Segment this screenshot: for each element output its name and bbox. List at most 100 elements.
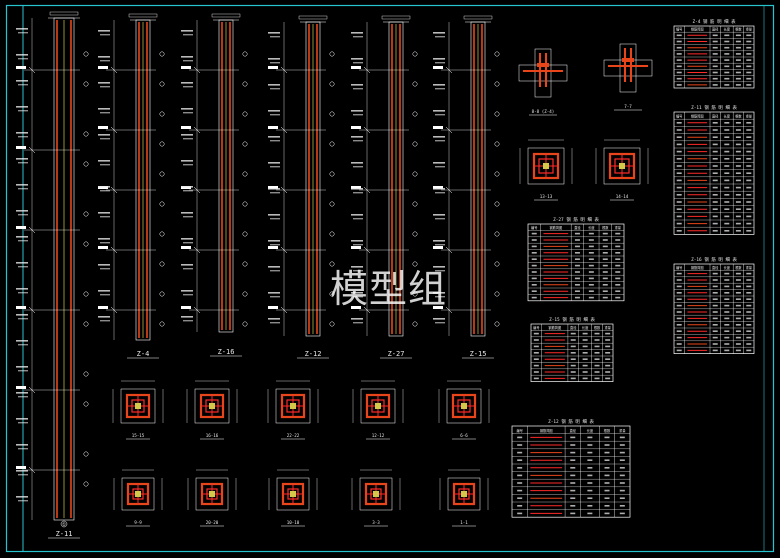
annotation-text-block xyxy=(268,58,280,60)
table-cell-mark xyxy=(724,298,730,300)
table-cell-mark xyxy=(517,482,523,484)
table-cell-mark xyxy=(735,230,741,232)
annotation-text-block xyxy=(16,184,28,186)
column-outline xyxy=(619,43,637,93)
annotation-text-block xyxy=(353,296,363,298)
table-cell-mark xyxy=(746,304,752,307)
dimension-tick xyxy=(280,186,288,194)
table-cell-mark xyxy=(605,345,611,348)
column-elevation: Z-27 xyxy=(351,15,418,359)
section-callout xyxy=(494,141,500,147)
table-title: Z-11 钢 筋 明 细 表 xyxy=(691,104,737,111)
annotation-text-block xyxy=(351,32,363,34)
elevation-note xyxy=(351,186,361,189)
table-cell-mark xyxy=(676,34,682,37)
column-section: 20-20 xyxy=(187,469,237,527)
table-cell-mark xyxy=(604,467,610,469)
table-cell-mark xyxy=(605,371,611,373)
annotation-text-block xyxy=(433,32,445,34)
annotation-text-block xyxy=(433,84,445,86)
section-callout xyxy=(412,231,418,237)
table-cell-mark xyxy=(735,84,741,86)
table-cell-mark xyxy=(604,459,610,461)
table-cell-mark xyxy=(712,194,718,196)
section-callout xyxy=(83,131,89,137)
table-cell-mark xyxy=(588,239,594,241)
table-cell-mark xyxy=(587,497,593,499)
table-header-cell: 重量 xyxy=(615,225,622,230)
dimension-tick xyxy=(280,306,288,314)
table-header-cell: 根数 xyxy=(735,114,742,119)
table-cell-mark xyxy=(594,371,600,373)
table-cell-mark xyxy=(582,352,588,354)
column-section: 1-1 xyxy=(439,469,489,527)
annotation-text-block xyxy=(100,268,110,270)
annotation-text-block xyxy=(18,396,28,398)
table-cell-mark xyxy=(570,364,576,367)
core-fill xyxy=(135,491,141,497)
table-header-cell: 长度 xyxy=(724,27,731,32)
table-cell-mark xyxy=(594,345,600,348)
table-cell-mark xyxy=(587,482,593,484)
annotation-text-block xyxy=(353,322,363,324)
table-cell-mark xyxy=(735,122,741,124)
table-cell-mark xyxy=(615,284,621,286)
table-cell-mark xyxy=(746,34,752,37)
table-cell-mark xyxy=(531,296,537,299)
annotation-text-block xyxy=(435,218,445,220)
table-cell-mark xyxy=(712,179,718,182)
table-cell-mark xyxy=(588,264,594,267)
section-callout xyxy=(329,51,335,57)
table-cell-mark xyxy=(724,208,730,210)
dimension-tick xyxy=(193,126,201,134)
table-header-cell: 编号 xyxy=(676,114,682,119)
section-callout xyxy=(242,291,248,297)
dimension-tick xyxy=(28,66,36,74)
section-callout xyxy=(494,51,500,57)
table-cell-mark xyxy=(735,158,741,160)
table-cell-mark xyxy=(712,285,718,288)
column-label: Z-11 xyxy=(56,530,73,538)
annotation-text-block xyxy=(98,316,110,318)
annotation-text-block xyxy=(353,36,363,38)
section-callout xyxy=(83,51,89,57)
table-cell-mark xyxy=(712,343,718,345)
section-callout xyxy=(412,171,418,177)
table-cell-mark xyxy=(735,324,741,326)
annotation-text-block xyxy=(353,244,363,246)
annotation-text-block xyxy=(183,294,193,296)
section-callout xyxy=(159,81,165,87)
table-cell-mark xyxy=(735,304,741,307)
annotation-text-block xyxy=(183,34,193,36)
table-cell-mark xyxy=(676,292,682,294)
table-cell-mark xyxy=(619,459,625,461)
annotation-text-block xyxy=(270,166,280,168)
annotation-text-block xyxy=(181,316,193,318)
table-cell-mark xyxy=(712,272,718,275)
table-cell-mark xyxy=(602,290,608,292)
table-cell-mark xyxy=(724,34,730,37)
annotation-text-block xyxy=(16,418,28,420)
detail-label: 8-8 (Z-4) xyxy=(532,109,555,114)
section-callout xyxy=(83,401,89,407)
section-callout xyxy=(494,291,500,297)
core-fill xyxy=(290,403,296,409)
column-elevation: Z-12 xyxy=(268,15,335,359)
table-cell-mark xyxy=(724,84,730,86)
table-cell-mark xyxy=(712,311,718,313)
table-cell-mark xyxy=(712,279,718,281)
table-cell-mark xyxy=(605,332,611,335)
table-cell-mark xyxy=(574,264,580,267)
table-cell-mark xyxy=(594,358,600,360)
table-cell-mark xyxy=(735,179,741,182)
rebar-table: Z-4 钢 筋 明 细 表编号钢筋简图直径长度根数重量 xyxy=(673,18,755,89)
steel-plate xyxy=(622,58,634,62)
section-callout xyxy=(412,81,418,87)
table-cell-mark xyxy=(724,343,730,345)
section-callout xyxy=(83,241,89,247)
dimension-tick xyxy=(363,306,371,314)
table-cell-mark xyxy=(594,352,600,354)
table-cell-mark xyxy=(712,143,718,146)
section-callout xyxy=(83,81,89,87)
table-cell-mark xyxy=(724,215,730,218)
